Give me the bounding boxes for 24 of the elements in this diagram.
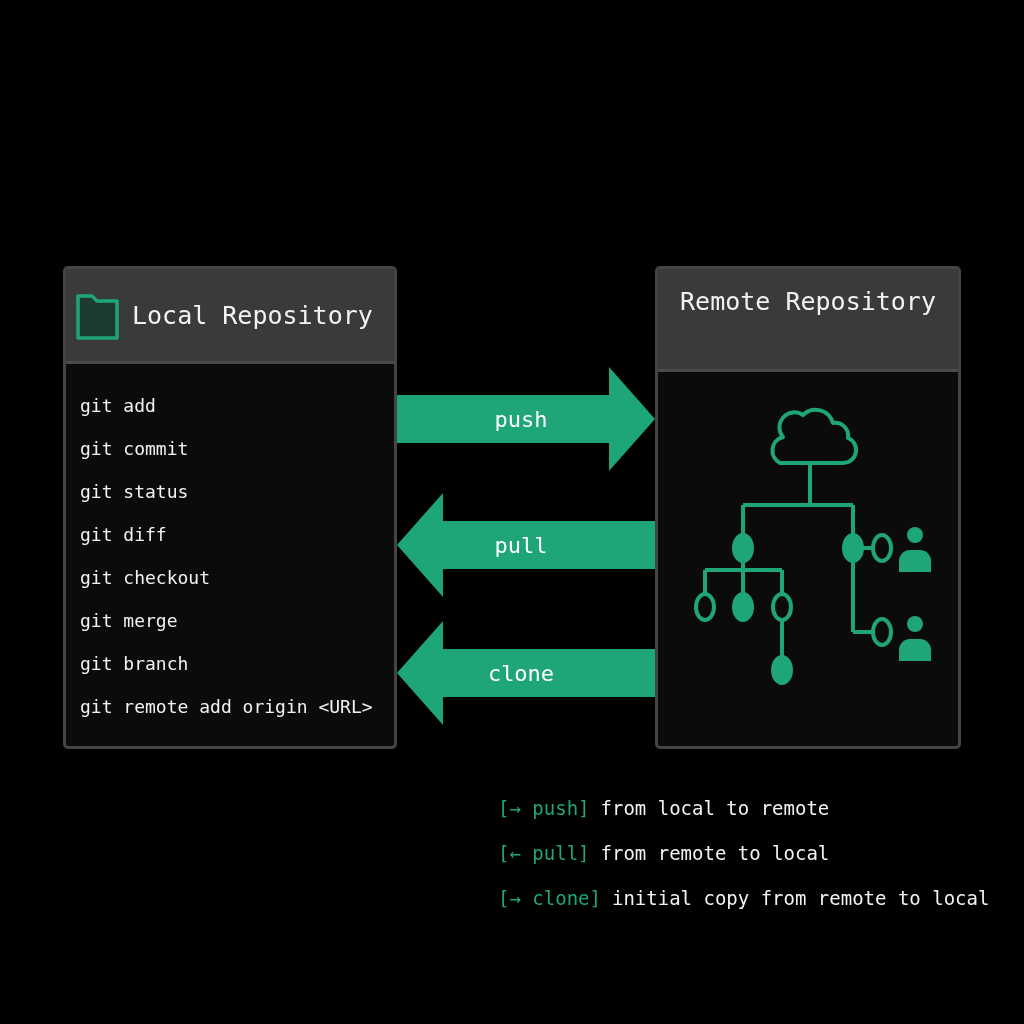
edge-label: push [494,406,548,432]
repository-panel [63,266,397,749]
command-tag: [→ push] [498,797,590,819]
command-text: git remote add origin <URL> [80,696,373,717]
command-text: git diff [80,524,167,545]
description-text: initial copy from remote to local [611,887,990,909]
description-text: from local to remote [600,797,830,819]
command-tag: [← pull] [498,842,590,864]
repository-panel [655,266,961,749]
command-tag: [→ clone] [498,887,601,909]
command-text: git branch [80,653,189,674]
block-arrow [397,493,655,597]
command-text: git status [80,481,189,502]
edge-label: clone [487,660,555,686]
command-text: git commit [80,438,189,459]
edge-label: pull [494,532,548,558]
command-text: git merge [80,610,178,631]
block-arrow [397,621,655,725]
panel-title: Local Repository [132,301,373,330]
block-arrow [397,367,655,471]
description-text: from remote to local [600,842,830,864]
command-text: git add [80,395,156,416]
command-text: git checkout [80,567,211,588]
panel-title: Remote Repository [679,287,937,316]
